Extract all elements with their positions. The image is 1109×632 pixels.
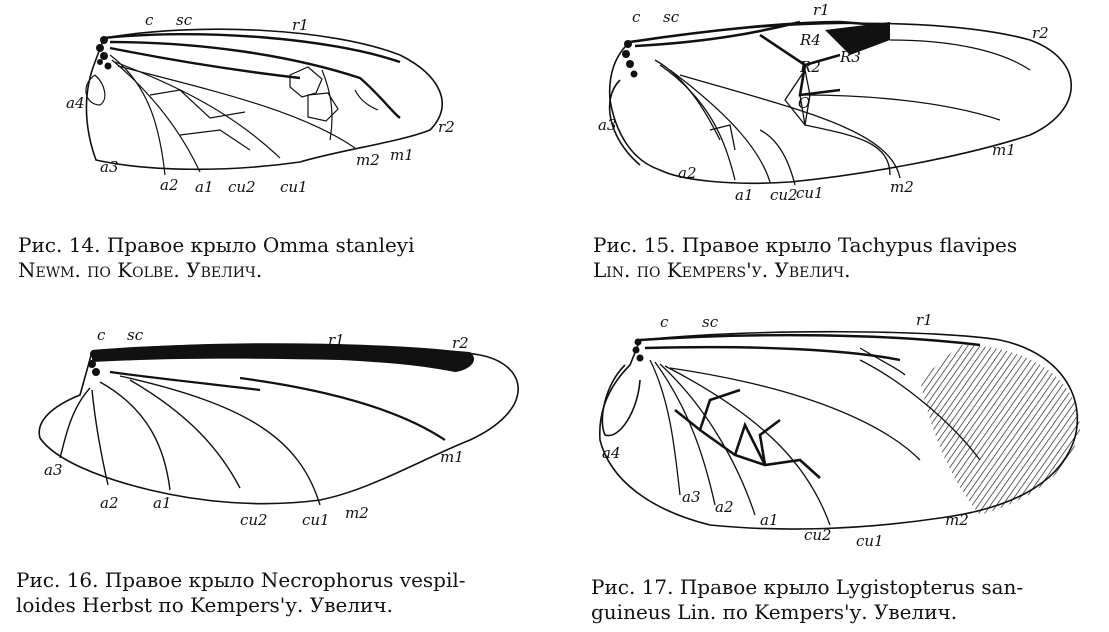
label-R3: R3 <box>839 48 861 66</box>
caption-line-1: Рис. 15. Правое крыло Tachypus flavipes <box>593 233 1018 257</box>
label-m2: m2 <box>356 151 380 169</box>
caption-fig16: Рис. 16. Правое крыло Necrophorus vespil… <box>16 568 466 618</box>
label-a2: a2 <box>160 176 179 194</box>
caption-line-1: Рис. 16. Правое крыло Necrophorus vespil… <box>16 568 466 592</box>
wing-diagram-fig16: c sc r1 r2 a3 a2 a1 cu2 cu1 m2 m1 <box>38 326 519 529</box>
label-R4: R4 <box>799 31 821 49</box>
label-cu1: cu1 <box>302 511 330 529</box>
vein-labels: c sc r1 r2 a4 a3 a2 a1 cu2 cu1 m2 m1 <box>66 11 455 196</box>
caption-line-2: guineus Lin. по Kempers'у. Увелич. <box>591 600 958 624</box>
label-c: c <box>97 326 106 344</box>
wing-base-sclerites <box>88 350 100 376</box>
label-m1: m1 <box>440 448 464 466</box>
label-c: c <box>632 8 641 26</box>
costal-dark-band <box>92 344 475 372</box>
wing-diagram-fig17: c sc r1 a4 a3 a2 a1 cu2 cu1 m2 <box>599 311 1080 550</box>
label-a4: a4 <box>66 94 85 112</box>
label-m2: m2 <box>345 504 369 522</box>
label-r1: r1 <box>916 311 933 329</box>
label-a2: a2 <box>678 164 697 182</box>
label-m2: m2 <box>945 511 969 529</box>
label-R2: R2 <box>799 58 821 76</box>
label-cu1: cu1 <box>856 532 884 550</box>
label-sc: sc <box>127 326 144 344</box>
wing-veins <box>109 370 446 441</box>
label-a1: a1 <box>153 494 172 512</box>
label-r1: r1 <box>292 16 309 34</box>
label-sc: sc <box>176 11 193 29</box>
label-a2: a2 <box>715 498 734 516</box>
wing-outline <box>608 22 1072 185</box>
label-cu1: cu1 <box>280 178 308 196</box>
wing-minor-veins <box>654 39 1031 186</box>
hatched-apical-area <box>920 345 1080 515</box>
vein-labels: c sc r1 r2 a3 a2 a1 cu2 cu1 m2 m1 <box>44 326 469 529</box>
wing-veins <box>629 20 881 97</box>
caption-line-2: Newm. по Kolbe. Увелич. <box>18 258 263 282</box>
wing-minor-veins <box>59 375 321 506</box>
caption-line-2: Lin. по Kempers'у. Увелич. <box>593 258 851 282</box>
wing-base-sclerites <box>622 40 638 78</box>
wing-reticulate-veins <box>674 388 821 479</box>
label-c: c <box>660 313 669 331</box>
label-cu1: cu1 <box>796 184 824 202</box>
wing-outline <box>38 343 519 505</box>
label-a1: a1 <box>760 511 779 529</box>
caption-fig17: Рис. 17. Правое крыло Lygistopterus san-… <box>591 575 1023 625</box>
label-a3: a3 <box>682 488 701 506</box>
label-a2: a2 <box>100 494 119 512</box>
wing-outline <box>599 330 1079 530</box>
caption-fig15: Рис. 15. Правое крыло Tachypus flavipes … <box>593 233 1017 283</box>
label-sc: sc <box>663 8 680 26</box>
caption-line-2: loides Herbst по Kempers'у. Увелич. <box>16 593 393 617</box>
caption-fig14: Рис. 14. Правое крыло Omma stanleyi Newm… <box>18 233 415 283</box>
vein-labels: c sc r1 r2 R4 R3 R2 O a3 a2 a1 cu2 cu1 m… <box>598 1 1049 204</box>
label-cu2: cu2 <box>804 526 832 544</box>
label-r2: r2 <box>438 118 455 136</box>
label-a3: a3 <box>44 461 63 479</box>
label-m2: m2 <box>890 178 914 196</box>
caption-line-1: Рис. 14. Правое крыло Omma stanleyi <box>18 233 415 257</box>
label-r1: r1 <box>328 331 345 349</box>
wing-veins <box>103 32 401 119</box>
label-a1: a1 <box>195 178 214 196</box>
wing-minor-veins <box>85 54 379 176</box>
label-m1: m1 <box>390 146 414 164</box>
wing-diagram-fig15: c sc r1 r2 R4 R3 R2 O a3 a2 a1 cu2 cu1 m… <box>598 1 1072 204</box>
label-r2: r2 <box>1032 24 1049 42</box>
stigma-dark-area <box>825 22 890 55</box>
label-O: O <box>798 94 810 112</box>
wing-outline <box>85 28 443 171</box>
label-r1: r1 <box>813 1 830 19</box>
wing-veins <box>639 333 981 362</box>
wing-minor-veins <box>649 347 981 526</box>
label-r2: r2 <box>452 334 469 352</box>
label-cu2: cu2 <box>228 178 256 196</box>
wing-base-sclerites <box>632 338 644 362</box>
label-c: c <box>145 11 154 29</box>
label-cu2: cu2 <box>770 186 798 204</box>
label-cu2: cu2 <box>240 511 268 529</box>
wing-diagram-fig14: c sc r1 r2 a4 a3 a2 a1 cu2 cu1 m2 m1 <box>66 11 455 196</box>
caption-line-1: Рис. 17. Правое крыло Lygistopterus san- <box>591 575 1024 599</box>
label-a3: a3 <box>100 158 119 176</box>
vein-labels: c sc r1 a4 a3 a2 a1 cu2 cu1 m2 <box>602 311 969 550</box>
label-a1: a1 <box>735 186 754 204</box>
label-a4: a4 <box>602 444 621 462</box>
label-m1: m1 <box>992 141 1016 159</box>
wing-base-sclerites <box>96 36 112 70</box>
label-a3: a3 <box>598 116 617 134</box>
label-sc: sc <box>702 313 719 331</box>
